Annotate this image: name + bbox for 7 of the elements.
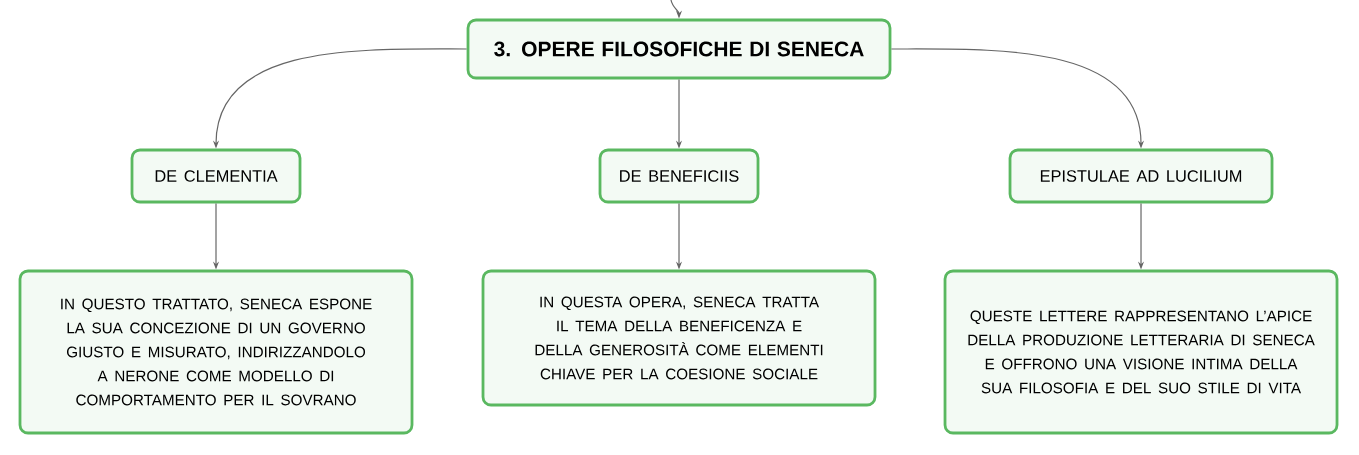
title-box: 3. OPERE FILOSOFICHE DI SENECA: [466, 18, 892, 80]
topic-box: DE BENEFICIIS: [598, 148, 760, 204]
topic-box: DE CLEMENTIA: [130, 148, 302, 204]
description-box: IN QUESTA OPERA, SENECA TRATTA IL TEMA DELLA BENEFICENZA E DELLA GENEROSITÀ COME ELEMENTI CHIAVE PER LA COESIONE SOCIALE: [481, 269, 877, 407]
topic-box: EPISTULAE AD LUCILIUM: [1008, 148, 1274, 204]
description-box: IN QUESTO TRATTATO, SENECA ESPONE LA SUA CONCEZIONE DI UN GOVERNO GIUSTO E MISURATO, INDIRIZZANDOLO A NERONE COME MODELLO DI COMPORTAMENTO PER IL SOVRANO: [18, 269, 414, 435]
description-box: QUESTE LETTERE RAPPRESENTANO L’APICE DELLA PRODUZIONE LETTERARIA DI SENECA E OFFRONO UNA VISIONE INTIMA DELLA SUA FILOSOFIA E DEL SUO STILE DI VITA: [943, 269, 1339, 435]
